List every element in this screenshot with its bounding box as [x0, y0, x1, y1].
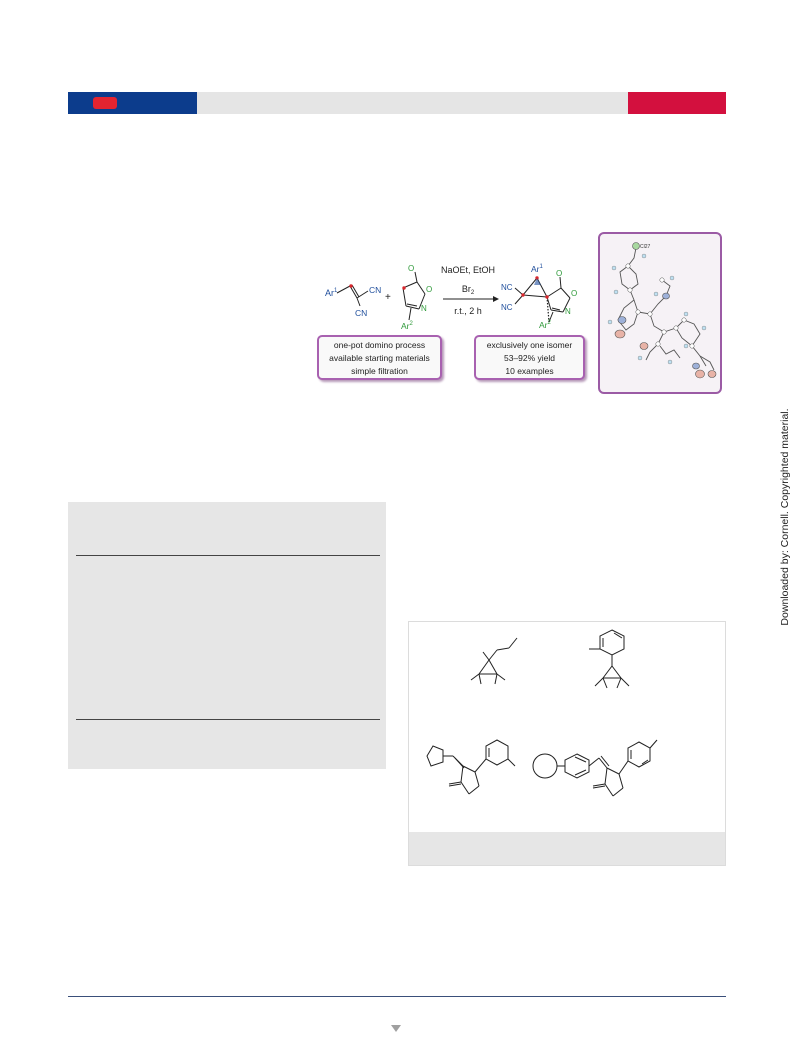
table-bottom-rule	[76, 719, 380, 720]
product-ar2-label: Ar	[539, 320, 548, 330]
feature-line-3: simple filtration	[351, 366, 408, 376]
download-watermark: Downloaded by: Cornell. Copyrighted mate…	[775, 392, 793, 642]
product-o-top: O	[556, 269, 562, 278]
feature-line-1: one-pot domino process	[333, 340, 426, 350]
footer-rule	[68, 996, 726, 997]
figure-structures	[426, 629, 658, 797]
crystal-structure-image: Cl27	[607, 242, 717, 379]
reactant2-o-top: O	[408, 264, 414, 273]
condition-time: r.t., 2 h	[454, 306, 482, 316]
product-ar1-label: Ar	[531, 264, 540, 274]
reactant2-n-ring: N	[421, 304, 427, 313]
page-down-arrow-icon	[391, 1025, 401, 1032]
reactant2-ar-label: Ar	[401, 321, 410, 331]
watermark-text: Downloaded by: Cornell. Copyrighted mate…	[779, 408, 791, 626]
condition-bromine: Br	[462, 284, 471, 294]
svg-text:Ar1: Ar1	[531, 264, 544, 274]
condition-bromine-sub: 2	[471, 290, 475, 296]
svg-text:Ar1: Ar1	[325, 288, 338, 298]
reactant1-ar-sup: 1	[334, 288, 338, 294]
svg-text:Ar2: Ar2	[401, 321, 414, 331]
features-box-left: one-pot domino process available startin…	[317, 335, 442, 380]
table-panel	[68, 502, 386, 769]
condition-reagents: NaOEt, EtOH	[441, 265, 495, 275]
plus-sign: +	[385, 292, 391, 303]
header-band-middle	[197, 92, 628, 114]
product-o-ring: O	[571, 289, 577, 298]
crystal-structure-panel: Cl27	[598, 232, 722, 394]
reaction-scheme-svg: Ar1 CN CN + O O N Ar2 NaOEt, EtOH Br2 r.…	[325, 264, 577, 331]
figure-caption-band	[409, 832, 725, 865]
reactant2-o-ring: O	[426, 285, 432, 294]
product-ar1-sup: 1	[540, 264, 544, 270]
table-top-rule	[76, 555, 380, 556]
reactant1-cn-top: CN	[369, 285, 381, 295]
figure-panel	[408, 621, 726, 866]
svg-text:Ar2: Ar2	[539, 320, 552, 330]
header-band-left	[68, 92, 197, 114]
result-line-1: exclusively one isomer	[486, 340, 573, 350]
reactant1-cn-bottom: CN	[355, 308, 367, 318]
feature-line-2: available starting materials	[329, 353, 430, 363]
reactant1-ar-label: Ar	[325, 288, 334, 298]
header-badge	[93, 97, 117, 109]
header-band-right	[628, 92, 726, 114]
product-n-ring: N	[565, 307, 571, 316]
features-box-right: exclusively one isomer 53–92% yield 10 e…	[474, 335, 585, 380]
reactant2-ar-sup: 2	[410, 321, 414, 327]
product-nc-top: NC	[501, 283, 513, 292]
svg-text:Br2: Br2	[462, 284, 475, 296]
product-ar2-sup: 2	[548, 320, 552, 326]
crystal-top-atom-label: Cl27	[640, 244, 651, 250]
result-line-3: 10 examples	[505, 366, 554, 376]
product-nc-bottom: NC	[501, 303, 513, 312]
result-line-2: 53–92% yield	[503, 353, 556, 363]
reaction-scheme: Ar1 CN CN + O O N Ar2 NaOEt, EtOH Br2 r.…	[305, 240, 591, 390]
